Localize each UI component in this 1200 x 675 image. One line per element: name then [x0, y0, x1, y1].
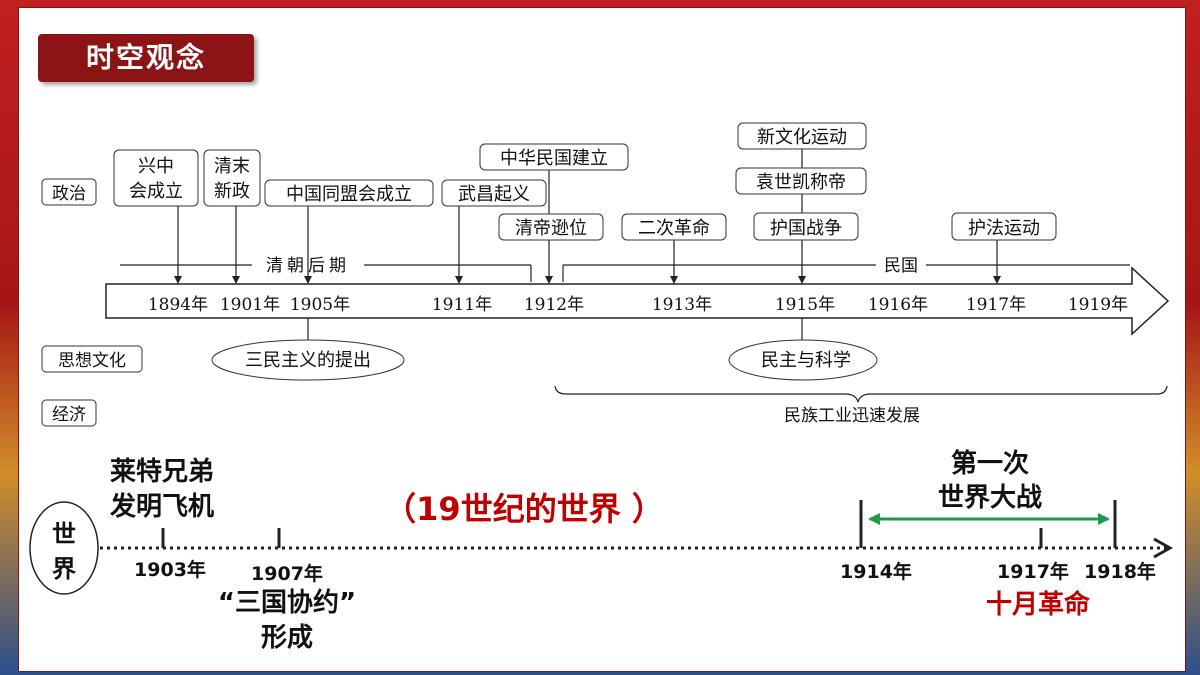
world-timeline-arrowhead	[1153, 537, 1174, 559]
event-tongmenghui: 中国同盟会成立	[264, 179, 434, 207]
content-panel	[18, 7, 1186, 672]
row-label-economy: 经济	[41, 399, 97, 427]
event-second-revolution: 二次革命	[621, 213, 727, 241]
svg-text:世: 世	[52, 520, 76, 548]
year-1905: 1905年	[290, 295, 350, 315]
event-national-protection: 护国战争	[753, 212, 859, 241]
world-year-1914: 1914年	[840, 560, 912, 583]
year-1915: 1915年	[775, 295, 835, 315]
event-wuchang: 武昌起义	[441, 179, 547, 207]
world-label: 世 界	[29, 501, 99, 595]
svg-text:中国同盟会成立: 中国同盟会成立	[286, 184, 412, 205]
year-1919: 1919年	[1068, 295, 1128, 315]
era-minguo-label: 民国	[884, 256, 918, 276]
page-title: 时空观念	[38, 34, 254, 82]
world-year-1918: 1918年	[1084, 560, 1156, 583]
world-event-wright: 莱特兄弟 发明飞机	[109, 456, 214, 522]
svg-text:“三国协约”: “三国协约”	[218, 587, 356, 618]
svg-text:兴中: 兴中	[138, 156, 174, 177]
svg-text:武昌起义: 武昌起义	[458, 184, 530, 205]
year-1917: 1917年	[966, 295, 1026, 315]
svg-text:中华民国建立: 中华民国建立	[500, 148, 608, 169]
year-1916: 1916年	[868, 295, 928, 315]
svg-text:新文化运动: 新文化运动	[757, 127, 847, 148]
svg-text:形成: 形成	[261, 623, 313, 653]
svg-text:世界大战: 世界大战	[938, 483, 1042, 513]
svg-text:三民主义的提出: 三民主义的提出	[245, 350, 371, 371]
event-xinzheng: 清末 新政	[203, 149, 261, 207]
svg-text:会成立: 会成立	[129, 181, 183, 202]
world-event-ww1: 第一次 世界大战	[938, 448, 1042, 513]
row-label-culture: 思想文化	[41, 345, 143, 373]
svg-text:护国战争: 护国战争	[770, 218, 842, 239]
row-label-politics: 政治	[41, 178, 97, 206]
svg-text:界: 界	[52, 555, 76, 583]
svg-text:民主与科学: 民主与科学	[761, 350, 851, 371]
year-1894: 1894年	[148, 295, 208, 315]
year-1912: 1912年	[524, 295, 584, 315]
svg-text:护法运动: 护法运动	[968, 218, 1040, 239]
svg-text:第一次: 第一次	[951, 448, 1029, 479]
era-qing-label: 清朝后期	[266, 256, 350, 276]
year-1913: 1913年	[652, 295, 712, 315]
culture-democracy-science: 民主与科学	[728, 339, 878, 381]
svg-text:新政: 新政	[214, 181, 250, 202]
world-year-1907: 1907年	[251, 562, 323, 585]
svg-text:清末: 清末	[214, 156, 250, 177]
event-new-culture: 新文化运动	[737, 122, 867, 150]
economy-industry-label: 民族工业迅速发展	[784, 406, 920, 426]
china-timeline-arrow	[105, 266, 1170, 336]
year-1901: 1901年	[220, 295, 280, 315]
culture-three-principles: 三民主义的提出	[211, 339, 405, 381]
world-year-1917: 1917年	[997, 560, 1069, 583]
era-qing: 清朝后期	[120, 256, 532, 282]
world-center-title: （19世纪的世界 ）	[384, 490, 664, 528]
world-event-october: 十月革命	[986, 589, 1091, 620]
svg-text:思想文化: 思想文化	[58, 351, 126, 371]
event-minguo-founding: 中华民国建立	[479, 143, 629, 171]
economy-brace: 民族工业迅速发展	[554, 385, 1168, 426]
world-event-entente: “三国协约” 形成	[218, 587, 356, 653]
svg-text:清帝逊位: 清帝逊位	[515, 218, 587, 239]
era-minguo: 民国	[562, 256, 1130, 282]
svg-text:经济: 经济	[52, 405, 86, 425]
svg-text:袁世凯称帝: 袁世凯称帝	[756, 172, 846, 193]
svg-text:发明飞机: 发明飞机	[109, 491, 214, 522]
event-constitution-protection: 护法运动	[951, 212, 1057, 241]
event-abdication: 清帝逊位	[498, 213, 604, 241]
svg-text:政治: 政治	[52, 184, 86, 204]
event-xingzhonghui: 兴中 会成立	[113, 149, 199, 207]
svg-text:莱特兄弟: 莱特兄弟	[110, 456, 214, 487]
world-year-1903: 1903年	[134, 558, 206, 581]
year-1911: 1911年	[432, 295, 492, 315]
svg-text:二次革命: 二次革命	[638, 218, 710, 239]
event-yuan-emperor: 袁世凯称帝	[735, 167, 867, 195]
